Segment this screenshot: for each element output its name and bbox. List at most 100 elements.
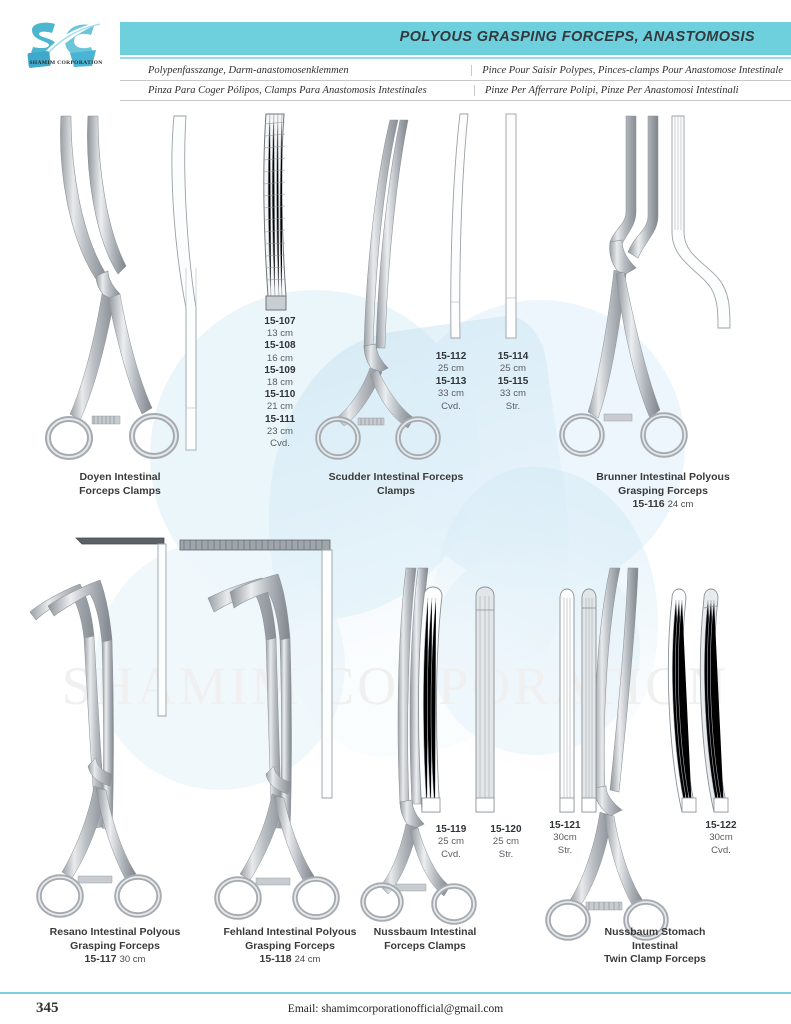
- stomach-shank-right: [603, 813, 645, 909]
- scudder-tip-straight-illustration: [505, 113, 517, 339]
- resano-forceps-illustration: [29, 537, 167, 918]
- jaw-cross-hatch: [263, 121, 286, 281]
- size-code: 15-110: [264, 389, 296, 401]
- stomach-ratchet-teeth: [588, 902, 620, 910]
- stomach-ring-left-hl: [547, 901, 589, 939]
- size-dim: 25 cm: [437, 363, 465, 375]
- tip-122-b-lines: [704, 599, 725, 813]
- size-dim: 21 cm: [266, 401, 294, 413]
- subtitle-italian: Pinze Per Afferrare Polipi, Pinze Per An…: [474, 85, 791, 96]
- caption-line: Resano Intestinal Polyous: [49, 926, 181, 938]
- scudder-ring-left-hl: [317, 418, 359, 458]
- brunner-box-lock: [609, 239, 637, 277]
- size-curvature: Cvd.: [270, 438, 290, 450]
- doyen-lineart-shank: [185, 407, 197, 451]
- size-code: 15-120: [490, 824, 522, 835]
- nussbaum-intestinal-illustration: [360, 567, 477, 925]
- nussbaum-shank-left: [379, 823, 419, 895]
- subtitle-german: Polypenfasszange, Darm-anastomosenklemme…: [148, 65, 349, 76]
- size-dim: 30cm: [709, 832, 733, 844]
- brunner-ring-left-hl: [561, 415, 603, 455]
- resano-ring-right-hl: [116, 876, 160, 916]
- doyen-jaw-detail: [252, 110, 304, 311]
- logo-caption: SHAMIM CORPORATION: [29, 60, 103, 66]
- nussbaum-box-lock: [399, 799, 425, 831]
- scudder-box-lock: [363, 343, 389, 375]
- subtitle-row: Pinza Para Coger Pólipos, Clamps Para An…: [120, 80, 791, 100]
- size-code: 15-122: [705, 820, 737, 831]
- caption-line: Nussbaum Intestinal: [373, 926, 477, 938]
- tip-121-illustration: [559, 588, 597, 813]
- size-code: 15-114: [497, 351, 529, 362]
- brunner-lineart-serration: [674, 116, 682, 230]
- tip-121-b-end: [581, 797, 597, 813]
- caption-nussbaum-stomach: Nussbaum Stomach Intestinal Twin Clamp F…: [540, 926, 770, 967]
- tip-119-illustration: [418, 586, 443, 813]
- caption-nussbaum-intestinal: Nussbaum Intestinal Forceps Clamps: [340, 926, 510, 953]
- size-code: 15-113: [435, 375, 467, 387]
- fehland-lineart-shaft: [321, 549, 333, 799]
- size-code: 15-108: [264, 340, 296, 352]
- stomach-size-col-1: 15-121 30cm Str.: [532, 820, 598, 857]
- caption-line: Grasping Forceps: [70, 939, 160, 952]
- tip-122-b-end: [713, 797, 729, 813]
- logo-block-right: [70, 50, 96, 67]
- doyen-jaw-right: [87, 115, 127, 275]
- product-size: 30 cm: [119, 954, 146, 965]
- caption-line: Intestinal: [631, 939, 679, 952]
- scudder-jaw-right: [375, 119, 409, 349]
- tip-122-b-collar: [703, 605, 719, 609]
- footer-rule: [0, 992, 791, 994]
- caption-line: Brunner Intestinal Polyous: [596, 471, 730, 483]
- product-ref: 15-117: [84, 953, 117, 965]
- tip-120-illustration: [475, 586, 495, 813]
- scudder-tip-straight: [500, 112, 522, 342]
- resano-ring-left-hl: [38, 876, 82, 916]
- product-brunner: [559, 112, 772, 460]
- tip-122-a-end: [681, 797, 697, 813]
- subtitle-row: Polypenfasszange, Darm-anastomosenklemme…: [120, 61, 791, 80]
- size-code: 15-112: [435, 351, 467, 362]
- tip-121-a-lines: [563, 598, 571, 812]
- size-curvature: Str.: [557, 844, 573, 856]
- nussbaum-size-col-1: 15-119 25 cm Cvd.: [418, 824, 484, 861]
- tip-straight-body: [505, 113, 517, 339]
- page-title: POLYOUS GRASPING FORCEPS, ANASTOMOSIS: [399, 29, 755, 45]
- doyen-jaw-detail-illustration: [263, 113, 287, 311]
- caption-line: Doyen Intestinal: [79, 471, 161, 483]
- nussbaum-stomach-illustration: [545, 567, 669, 941]
- product-resano: [12, 528, 182, 920]
- product-size: 24 cm: [294, 954, 321, 965]
- nussbaum-tip-straight: [468, 574, 500, 824]
- resano-box-lock: [87, 757, 113, 787]
- doyen-shank-left: [69, 293, 115, 421]
- tip-122-a-lines: [672, 599, 693, 813]
- product-scudder: [315, 118, 458, 460]
- scudder-ratchet: [357, 417, 385, 426]
- scudder-size-col-2: 15-114 25 cm 15-115 33 cm Str.: [477, 351, 549, 413]
- size-code: 15-119: [435, 824, 467, 835]
- doyen-lineart-profile: [171, 115, 197, 451]
- caption-line: Grasping Forceps: [245, 939, 335, 952]
- brunner-jaw-left: [609, 115, 637, 249]
- size-curvature: Str.: [498, 848, 514, 860]
- product-ref: 15-118: [259, 953, 292, 965]
- brunner-ring-right-hl: [642, 414, 686, 456]
- page-number: 345: [36, 1000, 59, 1016]
- scudder-ring-right-hl: [397, 418, 439, 458]
- size-curvature: Cvd.: [441, 400, 461, 412]
- doyen-ring-left-hl: [47, 418, 91, 458]
- title-band: POLYOUS GRASPING FORCEPS, ANASTOMOSIS: [120, 22, 791, 55]
- caption-ref-line: 15-116 24 cm: [548, 498, 778, 512]
- resano-lineart-shaft: [157, 543, 167, 717]
- caption-ref-line: 15-118 24 cm: [195, 953, 385, 967]
- scudder-size-col-1: 15-112 25 cm 15-113 33 cm Cvd.: [415, 351, 487, 413]
- fehland-ratchet: [255, 877, 291, 886]
- page-header: SHAMIM CORPORATION POLYOUS GRASPING FORC…: [0, 0, 791, 101]
- caption-brunner: Brunner Intestinal Polyous Grasping Forc…: [548, 471, 778, 512]
- fehland-shank-right: [273, 795, 315, 883]
- size-code: 15-109: [264, 364, 296, 376]
- brunner-shank-right: [615, 271, 661, 419]
- size-code: 15-111: [264, 413, 296, 425]
- size-dim: 25 cm: [437, 836, 465, 848]
